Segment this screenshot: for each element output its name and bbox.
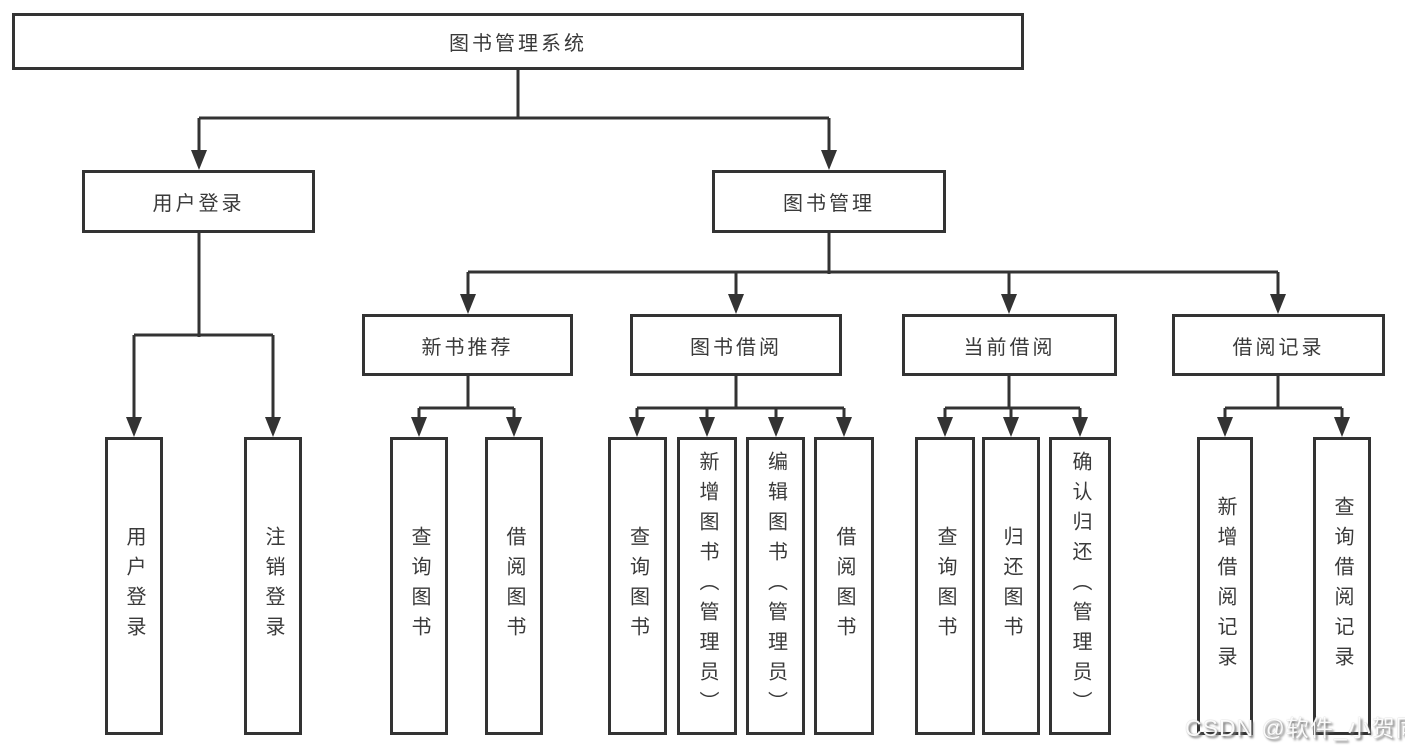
- leaf-records-query-record: 查询借阅记录: [1313, 437, 1371, 735]
- node-label: 查询借阅记录: [1331, 496, 1353, 676]
- node-book-borrow: 图书借阅: [630, 314, 842, 376]
- connector-book-management-to-level3: [466, 233, 1280, 296]
- leaf-records-add-record: 新增借阅记录: [1197, 437, 1253, 735]
- arrow-down-icon: [191, 150, 207, 170]
- node-label: 图书管理系统: [449, 33, 587, 55]
- node-user-login: 用户登录: [82, 170, 315, 233]
- node-label: 借阅图书: [833, 526, 855, 646]
- node-label: 图书借阅: [690, 336, 782, 359]
- arrow-down-icon: [836, 417, 852, 437]
- node-label: 查询图书: [934, 526, 956, 646]
- arrow-down-icon: [1334, 417, 1350, 437]
- node-new-book-recommend: 新书推荐: [362, 314, 573, 376]
- node-label: 当前借阅: [963, 336, 1056, 359]
- node-label: 新增借阅记录: [1214, 496, 1236, 676]
- node-label: 图书管理: [783, 193, 875, 215]
- arrow-down-icon: [821, 150, 837, 170]
- arrow-down-icon: [265, 417, 281, 437]
- connector-book-borrow-group: [635, 376, 846, 419]
- leaf-current-confirm-return-admin: 确认归还（管理员）: [1049, 437, 1111, 735]
- node-label: 编辑图书（管理员）: [764, 451, 787, 721]
- arrow-down-icon: [1217, 417, 1233, 437]
- node-label: 查询图书: [626, 526, 649, 646]
- leaf-borrow-query-book: 查询图书: [608, 437, 667, 735]
- connector-new-book-group: [417, 376, 516, 419]
- connector-borrow-records-group: [1223, 376, 1344, 419]
- node-label: 用户登录: [152, 193, 245, 215]
- node-label: 归还图书: [1000, 526, 1022, 646]
- node-current-borrow: 当前借阅: [902, 314, 1117, 376]
- csdn-watermark: CSDN @软件_小贺同学: [1185, 715, 1405, 741]
- arrow-down-icon: [1003, 417, 1019, 437]
- arrow-down-icon: [937, 417, 953, 437]
- node-label: 确认归还（管理员）: [1069, 451, 1091, 721]
- connector-current-borrow-group: [943, 376, 1082, 419]
- connector-user-login-subtree: [132, 233, 275, 419]
- leaf-current-query-book: 查询图书: [915, 437, 975, 735]
- arrowhead-icons: [126, 150, 1350, 437]
- arrow-down-icon: [629, 417, 645, 437]
- arrow-down-icon: [1270, 294, 1286, 314]
- leaf-logout-login: 注销登录: [244, 437, 302, 735]
- node-label: 借阅记录: [1232, 336, 1325, 359]
- leaf-borrow-add-book-admin: 新增图书（管理员）: [677, 437, 737, 735]
- node-borrow-records: 借阅记录: [1172, 314, 1385, 376]
- node-label: 查询图书: [408, 526, 430, 646]
- arrow-down-icon: [1001, 294, 1017, 314]
- node-label: 新书推荐: [421, 336, 514, 359]
- node-label: 借阅图书: [503, 526, 525, 646]
- leaf-newbook-borrow-book: 借阅图书: [485, 437, 543, 735]
- arrow-down-icon: [1072, 417, 1088, 437]
- arrow-down-icon: [768, 417, 784, 437]
- arrow-down-icon: [699, 417, 715, 437]
- arrow-down-icon: [411, 417, 427, 437]
- node-label: 用户登录: [123, 526, 145, 646]
- leaf-borrow-borrow-book: 借阅图书: [814, 437, 874, 735]
- arrow-down-icon: [506, 417, 522, 437]
- leaf-borrow-edit-book-admin: 编辑图书（管理员）: [746, 437, 805, 735]
- leaf-user-login: 用户登录: [105, 437, 163, 735]
- arrow-down-icon: [126, 417, 142, 437]
- leaf-newbook-query-book: 查询图书: [390, 437, 448, 735]
- arrow-down-icon: [728, 294, 744, 314]
- leaf-current-return-book: 归还图书: [982, 437, 1040, 735]
- node-root-system: 图书管理系统: [12, 13, 1024, 70]
- node-book-management: 图书管理: [712, 170, 946, 233]
- connector-root-to-level2: [197, 69, 831, 152]
- node-label: 新增图书（管理员）: [696, 451, 718, 721]
- node-label: 注销登录: [262, 526, 284, 646]
- arrow-down-icon: [460, 294, 476, 314]
